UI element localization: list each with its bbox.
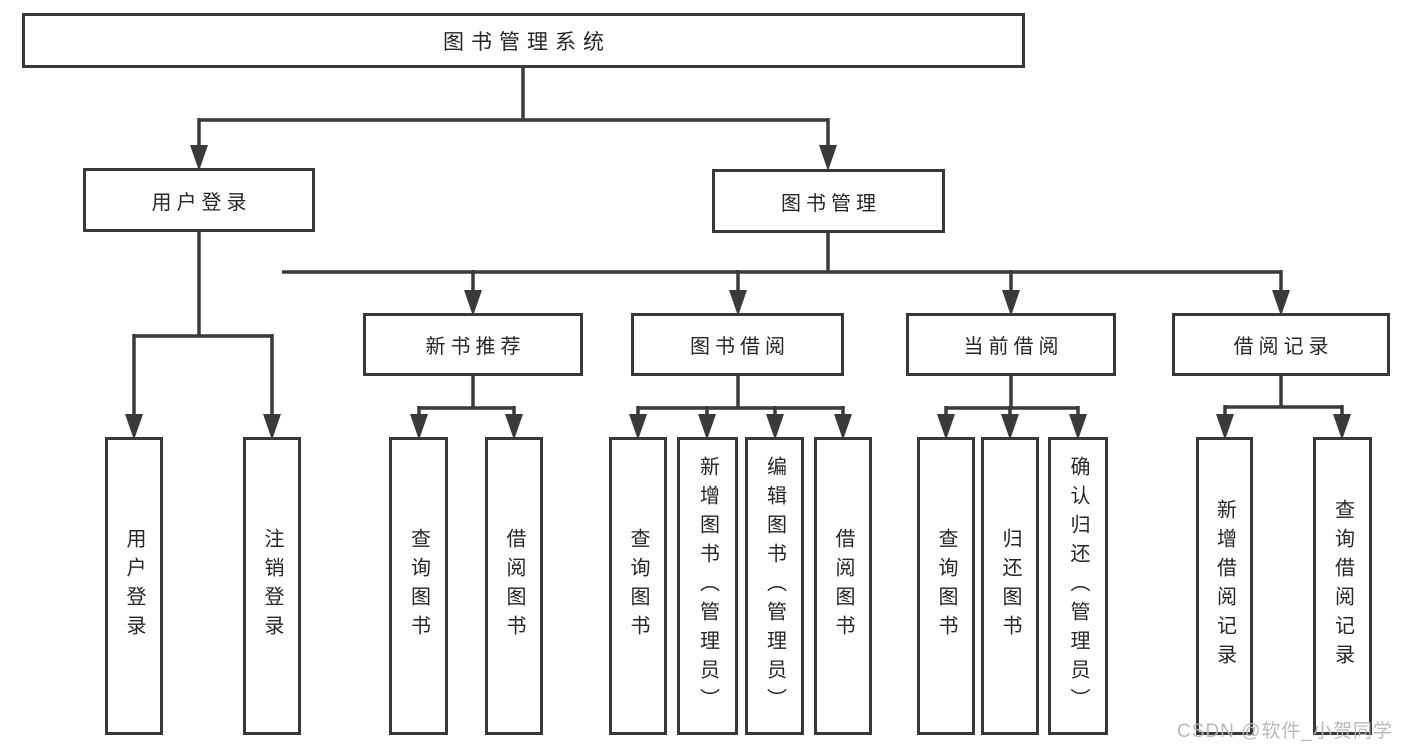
- leaf-label: 新增图书（管理员）: [696, 455, 719, 717]
- leaf-add-book-admin: 新增图书（管理员）: [677, 437, 738, 735]
- node-book-borrowing: 图书借阅: [631, 313, 844, 376]
- node-user-login: 用户登录: [83, 168, 315, 232]
- leaf-label: 注销登录: [261, 528, 283, 644]
- connector-borrowing-to-leaves: [636, 376, 845, 418]
- leaf-label: 归还图书: [999, 528, 1021, 644]
- csdn-watermark: CSDN @软件_小贺同学: [1177, 721, 1393, 742]
- connector-bookmgmt-to-level3: [282, 233, 1283, 294]
- leaf-user-login: 用户登录: [105, 437, 163, 735]
- arrowheads-records-to-leaves: [1216, 414, 1351, 440]
- node-label: 图书管理: [781, 192, 881, 215]
- leaf-confirm-return-admin: 确认归还（管理员）: [1048, 437, 1108, 735]
- leaf-label: 查询图书: [627, 528, 649, 644]
- leaf-label: 借阅图书: [503, 528, 525, 644]
- leaf-borrow-book: 借阅图书: [814, 437, 872, 735]
- leaf-logout: 注销登录: [243, 437, 301, 735]
- node-borrowing-records: 借阅记录: [1172, 313, 1390, 376]
- leaf-label: 借阅图书: [832, 528, 854, 644]
- leaf-edit-book-admin: 编辑图书（管理员）: [745, 437, 804, 735]
- leaf-label: 编辑图书（管理员）: [763, 455, 786, 717]
- connector-newbook-to-leaves: [417, 376, 516, 418]
- node-label: 图书管理系统: [443, 30, 611, 54]
- arrowheads-borrowing-to-leaves: [629, 414, 852, 440]
- arrowheads-bookmgmt-to-level3: [464, 290, 1290, 316]
- leaf-label: 查询借阅记录: [1331, 499, 1354, 673]
- leaf-query-borrow-record: 查询借阅记录: [1313, 437, 1372, 735]
- arrowheads-current-to-leaves: [937, 414, 1087, 440]
- arrowheads-root-to-level2: [190, 145, 837, 171]
- node-library-management-system: 图书管理系统: [22, 13, 1025, 68]
- connector-current-to-leaves: [944, 376, 1080, 418]
- node-label: 新书推荐: [425, 336, 526, 358]
- leaf-label: 新增借阅记录: [1213, 499, 1236, 673]
- connector-userlogin-to-leaves: [132, 232, 274, 418]
- leaf-label: 查询图书: [935, 528, 957, 644]
- node-label: 用户登录: [151, 191, 252, 214]
- arrowheads-newbook-to-leaves: [410, 414, 523, 440]
- leaf-query-book-borrowing: 查询图书: [609, 437, 667, 735]
- node-label: 借阅记录: [1233, 336, 1334, 358]
- node-label: 图书借阅: [690, 336, 790, 358]
- node-label: 当前借阅: [963, 336, 1064, 358]
- connector-root-to-level2: [197, 66, 830, 150]
- arrowheads-userlogin-to-leaves: [125, 414, 281, 440]
- leaf-label: 查询图书: [407, 528, 430, 644]
- leaf-label: 用户登录: [123, 528, 145, 644]
- leaf-return-book: 归还图书: [981, 437, 1039, 735]
- leaf-label: 确认归还（管理员）: [1067, 455, 1089, 717]
- node-book-management: 图书管理: [712, 169, 945, 233]
- leaf-borrow-book-recommendation: 借阅图书: [485, 437, 543, 735]
- node-current-borrowing: 当前借阅: [906, 313, 1116, 376]
- node-new-book-recommendation: 新书推荐: [363, 313, 583, 376]
- leaf-query-book-current: 查询图书: [917, 437, 975, 735]
- leaf-add-borrow-record: 新增借阅记录: [1196, 437, 1253, 735]
- connector-records-to-leaves: [1223, 376, 1344, 418]
- leaf-query-book-recommendation: 查询图书: [389, 437, 448, 735]
